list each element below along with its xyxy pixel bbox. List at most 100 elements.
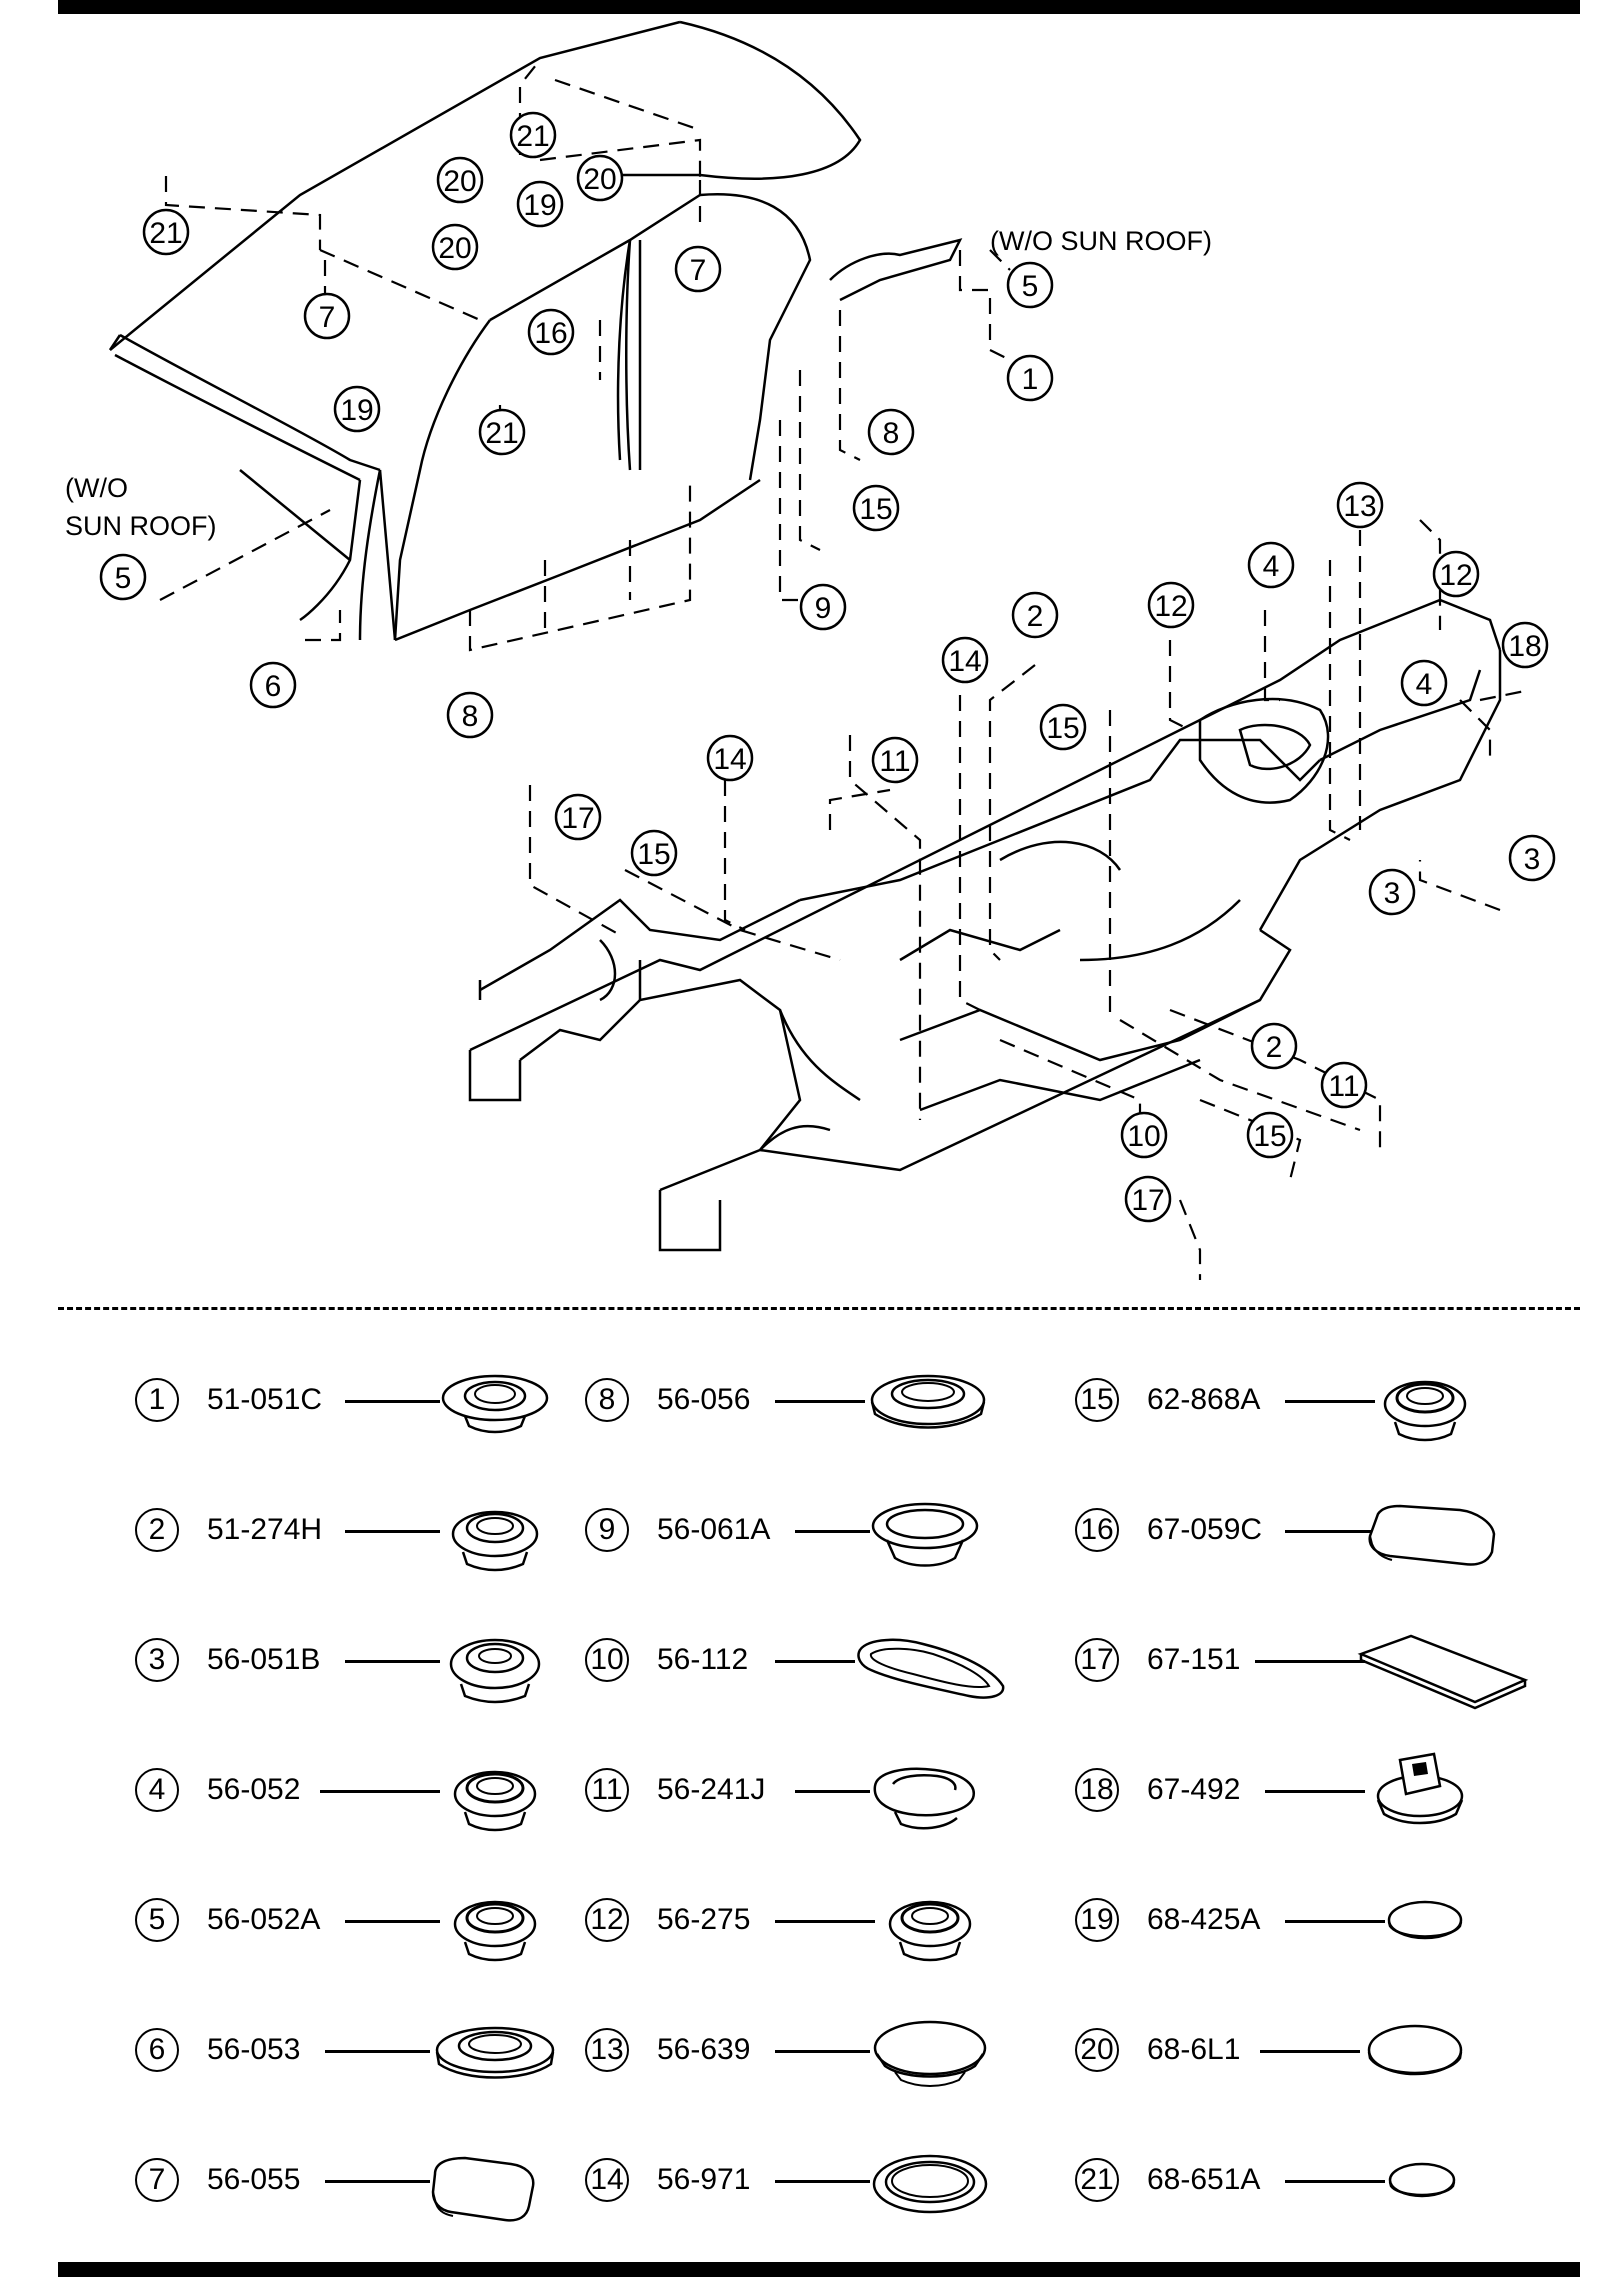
leader-line	[775, 1920, 875, 1923]
part-code: 56-055	[207, 2163, 301, 2196]
svg-text:12: 12	[1439, 559, 1472, 592]
callout-3a: 3	[1508, 834, 1556, 882]
underbody-drawing	[468, 598, 1502, 1252]
leader-line	[1265, 1790, 1365, 1793]
callout-19a: 19	[516, 180, 564, 228]
part-code: 56-052	[207, 1773, 301, 1806]
svg-text:10: 10	[1127, 1120, 1160, 1153]
part-number: 1	[135, 1378, 179, 1422]
svg-text:17: 17	[561, 802, 594, 835]
legend-item: 2 51-274H	[135, 1490, 655, 1572]
svg-text:15: 15	[637, 838, 670, 871]
callout-11a: 11	[871, 736, 919, 784]
grommet-cup-icon	[871, 1502, 979, 1567]
part-code: 67-151	[1147, 1643, 1241, 1676]
svg-text:14: 14	[948, 645, 981, 678]
body-shell-drawing	[108, 20, 963, 642]
callout-2a: 2	[1011, 591, 1059, 639]
grommet-stepped-icon	[453, 1770, 537, 1832]
callout-15a: 15	[852, 484, 900, 532]
callout-4b: 4	[1400, 659, 1448, 707]
callout-12b: 12	[1147, 581, 1195, 629]
grommet-stepped-icon	[449, 1638, 541, 1704]
part-number: 16	[1075, 1508, 1119, 1552]
part-number: 13	[585, 2028, 629, 2072]
svg-text:6: 6	[265, 670, 282, 703]
svg-text:14: 14	[713, 743, 746, 776]
svg-text:4: 4	[1263, 550, 1280, 583]
part-number: 10	[585, 1638, 629, 1682]
part-code: 51-051C	[207, 1383, 323, 1416]
svg-text:7: 7	[319, 301, 336, 334]
callout-15d: 15	[1246, 1111, 1294, 1159]
svg-text:15: 15	[1253, 1120, 1286, 1153]
svg-text:2: 2	[1266, 1031, 1283, 1064]
callout-21a: 21	[509, 111, 557, 159]
legend-item: 6 56-053	[135, 2010, 655, 2090]
callout-2b: 2	[1250, 1022, 1298, 1070]
part-number: 14	[585, 2158, 629, 2202]
part-code: 68-651A	[1147, 2163, 1261, 2196]
callout-5a: 5	[1006, 261, 1054, 309]
part-code: 56-052A	[207, 1903, 321, 1936]
leader-line	[1255, 1660, 1365, 1663]
oval-gasket-icon	[857, 1638, 1005, 1699]
part-number: 4	[135, 1768, 179, 1812]
bottom-border-rule	[58, 2262, 1580, 2277]
svg-text:13: 13	[1343, 490, 1376, 523]
leader-line	[775, 1660, 855, 1663]
leader-line	[320, 1790, 440, 1793]
leader-line	[1285, 2180, 1385, 2183]
leader-line	[345, 1400, 440, 1403]
callout-8b: 8	[446, 691, 494, 739]
callout-15b: 15	[1039, 703, 1087, 751]
legend-item: 7 56-055	[135, 2140, 655, 2222]
leader-line	[795, 1790, 870, 1793]
callout-5b: 5	[99, 553, 147, 601]
part-number: 2	[135, 1508, 179, 1552]
part-number: 19	[1075, 1898, 1119, 1942]
callout-21b: 21	[142, 208, 190, 256]
leader-line	[1260, 2050, 1360, 2053]
part-number: 12	[585, 1898, 629, 1942]
part-number: 8	[585, 1378, 629, 1422]
part-code: 68-6L1	[1147, 2033, 1241, 2066]
legend-item: 3 56-051B	[135, 1620, 655, 1704]
legend-item: 14 56-971	[585, 2140, 1105, 2220]
grommet-wide-icon	[870, 1374, 986, 1429]
leader-line	[345, 1660, 440, 1663]
svg-text:5: 5	[115, 562, 132, 595]
callout-21c: 21	[478, 408, 526, 456]
svg-text:19: 19	[523, 189, 556, 222]
svg-text:7: 7	[690, 254, 707, 287]
svg-text:12: 12	[1154, 590, 1187, 623]
flat-disc-icon	[1387, 1900, 1463, 1940]
exploded-body-diagram: 21 20 21 20 19 20 7 7 5 1 16 19 21 8 15 …	[65, 20, 1556, 1280]
callout-11b: 11	[1320, 1061, 1368, 1109]
part-number: 9	[585, 1508, 629, 1552]
leader-line	[325, 2050, 430, 2053]
part-number: 7	[135, 2158, 179, 2202]
legend-item: 20 68-6L1	[1075, 2010, 1595, 2090]
svg-text:9: 9	[815, 592, 832, 625]
legend-item: 13 56-639	[585, 2010, 1105, 2090]
part-code: 56-241J	[657, 1773, 766, 1806]
legend-item: 16 67-059C	[1075, 1490, 1595, 1570]
callout-19b: 19	[333, 385, 381, 433]
part-code: 56-056	[657, 1383, 751, 1416]
rounded-square-pad-icon	[431, 2156, 535, 2222]
svg-text:19: 19	[340, 394, 373, 427]
note-no-sunroof-left-1: (W/O	[65, 473, 128, 503]
part-number: 3	[135, 1638, 179, 1682]
callout-3b: 3	[1368, 868, 1416, 916]
leader-line	[795, 1530, 870, 1533]
part-code: 56-053	[207, 2033, 301, 2066]
callout-12a: 12	[1432, 550, 1480, 598]
svg-text:3: 3	[1384, 877, 1401, 910]
part-code: 62-868A	[1147, 1383, 1261, 1416]
part-code: 56-971	[657, 2163, 751, 2196]
leader-line	[775, 2180, 870, 2183]
legend-item: 9 56-061A	[585, 1490, 1105, 1570]
note-no-sunroof-left-2: SUN ROOF)	[65, 511, 217, 541]
legend-item: 21 68-651A	[1075, 2140, 1595, 2220]
